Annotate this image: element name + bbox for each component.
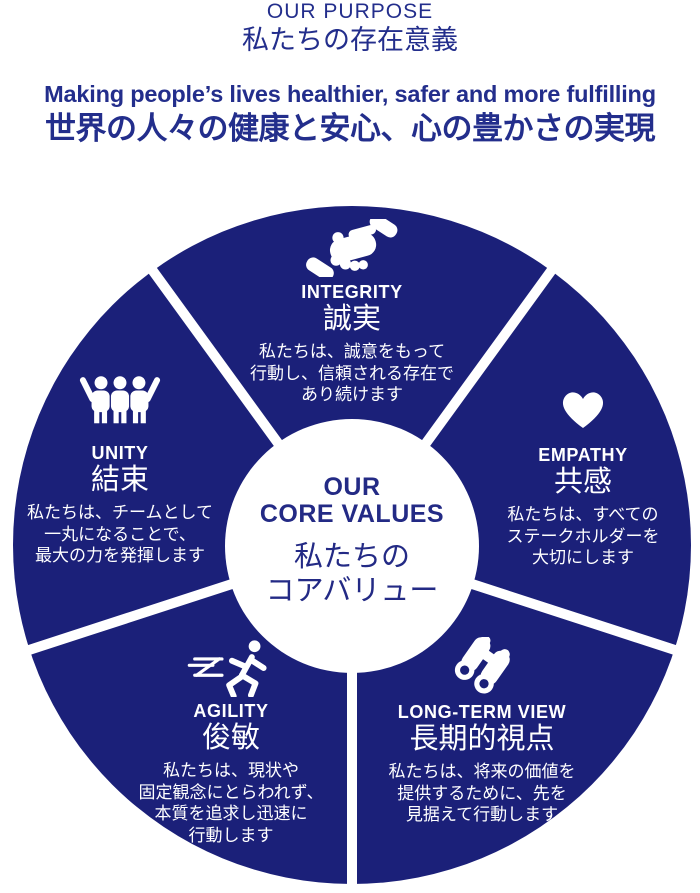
heart-icon xyxy=(458,386,700,432)
value-segment-integrity: INTEGRITY 誠実 私たちは、誠意をもって 行動し、信頼される存在で あり… xyxy=(227,219,477,406)
value-description: 私たちは、現状や 固定観念にとらわれず、 本質を追求し迅速に 行動します xyxy=(106,760,356,846)
desc-line: 見据えて行動します xyxy=(405,805,559,824)
value-name-en: UNITY xyxy=(91,443,149,463)
core-values-title-line1: OUR xyxy=(323,473,381,501)
purpose-tagline-en: Making people’s lives healthier, safer a… xyxy=(44,81,656,107)
value-segment-unity: UNITY 結束 私たちは、チームとして 一丸になることで、 最大の力を発揮しま… xyxy=(0,376,245,567)
value-description: 私たちは、誠意をもって 行動し、信頼される存在で あり続けます xyxy=(227,341,477,406)
value-description: 私たちは、将来の価値を 提供するために、先を 見据えて行動します xyxy=(357,761,607,826)
purpose-heading-jp: 私たちの存在意義 xyxy=(242,25,458,55)
desc-line: 一丸になることで、 xyxy=(44,524,196,544)
value-description: 私たちは、チームとして 一丸になることで、 最大の力を発揮します xyxy=(0,502,245,567)
desc-line: ステークホルダーを xyxy=(506,526,660,546)
desc-line: 固定観念にとらわれず、 xyxy=(138,782,324,802)
value-name-jp: 結束 xyxy=(90,464,149,496)
core-values-title-jp-line1: 私たちの xyxy=(293,541,410,573)
value-name-en: INTEGRITY xyxy=(301,282,403,302)
purpose-tagline-jp: 世界の人々の健康と安心、心の豊かさの実現 xyxy=(45,111,656,146)
desc-line: 私たちは、チームとして xyxy=(27,503,213,522)
value-name-jp: 共感 xyxy=(553,466,612,498)
desc-line: 行動します xyxy=(188,825,274,845)
desc-line: 私たちは、将来の価値を xyxy=(388,762,576,781)
core-values-center-label: OUR CORE VALUES 私たちの コアバリュー xyxy=(232,474,472,608)
center-hub xyxy=(225,419,479,673)
value-description: 私たちは、すべての ステークホルダーを 大切にします xyxy=(458,504,700,569)
desc-line: 本質を追求し迅速に xyxy=(154,804,308,823)
binoculars-icon xyxy=(357,637,607,695)
desc-line: 最大の力を発揮します xyxy=(35,546,205,565)
handshake-icon xyxy=(227,219,477,277)
value-name-jp: 長期的視点 xyxy=(409,723,555,755)
value-name-jp: 誠実 xyxy=(322,303,381,335)
desc-line: 私たちは、誠意をもって xyxy=(258,342,446,361)
desc-line: 私たちは、すべての xyxy=(507,505,659,524)
core-values-wheel xyxy=(13,206,691,893)
desc-line: 私たちは、現状や xyxy=(163,761,299,780)
desc-line: 行動し、信頼される存在で xyxy=(250,363,454,383)
people-icon xyxy=(0,376,245,425)
desc-line: 提供するために、先を xyxy=(397,783,567,803)
core-values-title-jp-line2: コアバリュー xyxy=(265,575,439,607)
value-name-en: EMPATHY xyxy=(538,445,628,465)
desc-line: あり続けます xyxy=(301,385,403,404)
value-segment-agility: AGILITY 俊敏 私たちは、現状や 固定観念にとらわれず、 本質を追求し迅速… xyxy=(106,640,356,846)
core-values-title-line2: CORE VALUES xyxy=(259,500,445,528)
purpose-heading-en: OUR PURPOSE xyxy=(266,0,434,23)
value-name-en: LONG-TERM VIEW xyxy=(397,702,567,722)
value-name-en: AGILITY xyxy=(193,701,269,721)
value-segment-empathy: EMPATHY 共感 私たちは、すべての ステークホルダーを 大切にします xyxy=(458,386,700,569)
runner-icon xyxy=(106,640,356,697)
value-segment-long-term-view: LONG-TERM VIEW 長期的視点 私たちは、将来の価値を 提供するために… xyxy=(357,637,607,826)
value-name-jp: 俊敏 xyxy=(201,722,260,754)
desc-line: 大切にします xyxy=(532,548,634,567)
